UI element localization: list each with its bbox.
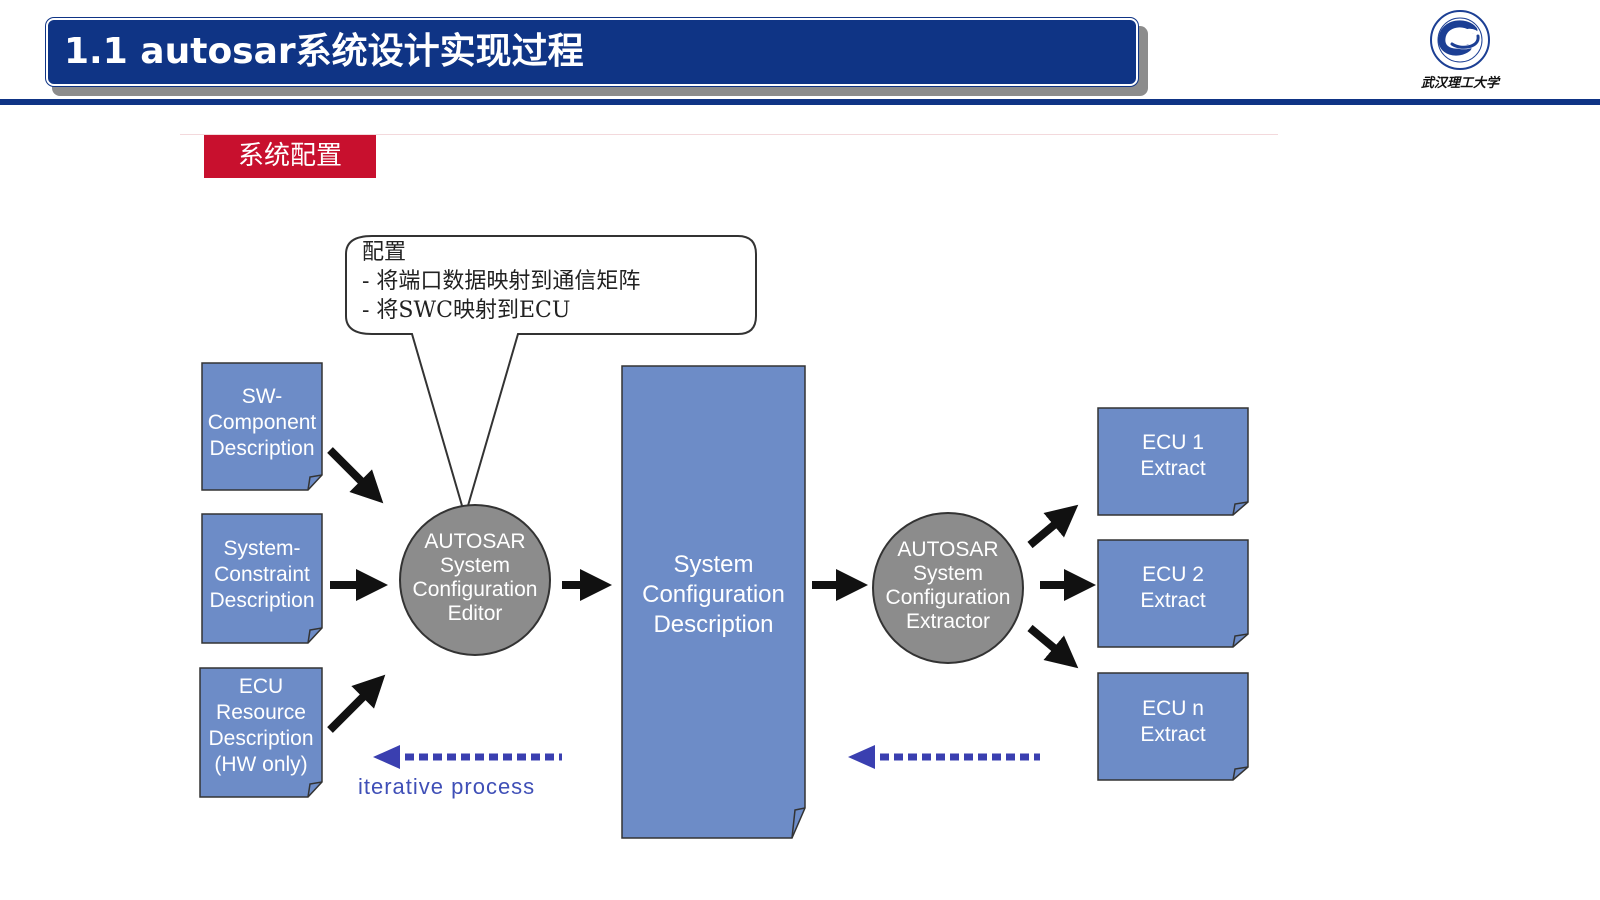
description-line-2: Configuration — [642, 581, 785, 608]
callout-bubble — [345, 235, 757, 520]
input-doc-ecu-resource — [199, 667, 323, 798]
description-line-1: System — [673, 551, 754, 578]
ecu-n-extract-label: ECU n Extract — [1098, 696, 1248, 748]
university-emblem-icon — [1430, 10, 1490, 70]
input-doc-sw-component — [201, 362, 323, 491]
arrow-extractor-to-ecun — [1027, 624, 1079, 669]
callout-text: 配置 - 将端口数据映射到通信矩阵 - 将SWC映射到ECU — [362, 238, 640, 325]
page-title: 1.1 autosar系统设计实现过程 — [64, 31, 584, 72]
university-name: 武汉理工大学 — [1420, 76, 1499, 91]
ecu-resource-line-4: (HW only) — [214, 753, 308, 776]
extractor-line-4: Extractor — [905, 610, 991, 633]
system-configuration-description-label: System Configuration Description — [622, 550, 805, 640]
extractor-circle — [872, 512, 1024, 664]
ecu-1-extract-label: ECU 1 Extract — [1098, 430, 1248, 482]
editor-line-1: AUTOSAR — [424, 530, 526, 553]
ecu-2-line-1: ECU 2 — [1142, 563, 1204, 586]
sw-component-line-1: SW- — [241, 385, 283, 408]
ecu-resource-line-3: Description — [208, 727, 314, 750]
extractor-label: AUTOSAR System Configuration Extractor — [873, 538, 1023, 634]
sw-component-line-3: Description — [209, 437, 315, 460]
callout-line-2: - 将端口数据映射到通信矩阵 — [362, 269, 641, 294]
center-doc-system-configuration — [621, 365, 806, 839]
output-doc-ecu-n — [1097, 672, 1249, 781]
ecu-resource-line-2: Resource — [216, 701, 306, 724]
header-divider — [0, 99, 1600, 105]
output-doc-ecu-2 — [1097, 539, 1249, 648]
extractor-line-1: AUTOSAR — [897, 538, 999, 561]
input-doc-system-constraint — [201, 513, 323, 644]
university-logo: 武汉理工大学 — [1400, 8, 1520, 98]
system-constraint-line-2: Constraint — [214, 563, 310, 586]
editor-label: AUTOSAR System Configuration Editor — [400, 530, 550, 626]
system-constraint-label: System- Constraint Description — [202, 536, 322, 614]
sw-component-label: SW- Component Description — [202, 384, 322, 462]
iterative-process-label: iterative process — [358, 774, 536, 799]
ecu-resource-label: ECU Resource Description (HW only) — [200, 674, 322, 778]
extractor-line-2: System — [912, 562, 983, 585]
sw-component-line-2: Component — [207, 411, 317, 434]
editor-line-3: Configuration — [412, 578, 538, 601]
editor-line-2: System — [439, 554, 510, 577]
system-constraint-line-3: Description — [209, 589, 315, 612]
arrow-extractor-to-ecu1 — [1027, 504, 1079, 549]
extractor-line-3: Configuration — [885, 586, 1011, 609]
ecu-1-line-1: ECU 1 — [1142, 431, 1204, 454]
title-bar: 1.1 autosar系统设计实现过程 — [46, 18, 1138, 86]
ecu-resource-line-1: ECU — [238, 675, 284, 698]
ecu-n-line-1: ECU n — [1142, 697, 1204, 720]
editor-line-4: Editor — [447, 602, 503, 625]
section-tag: 系统配置 — [204, 135, 376, 178]
editor-circle — [399, 504, 551, 656]
description-line-3: Description — [653, 611, 774, 638]
ecu-2-extract-label: ECU 2 Extract — [1098, 562, 1248, 614]
ecu-1-line-2: Extract — [1140, 457, 1206, 480]
arrow-ecu-resource-to-editor — [327, 674, 386, 733]
iterative-arrow-right — [848, 745, 1040, 769]
ecu-2-line-2: Extract — [1140, 589, 1206, 612]
system-constraint-line-1: System- — [223, 537, 301, 560]
callout-line-3: - 将SWC映射到ECU — [362, 298, 571, 323]
arrow-sw-to-editor — [327, 447, 384, 504]
iterative-arrow-left — [373, 745, 562, 769]
output-doc-ecu-1 — [1097, 407, 1249, 516]
ecu-n-line-2: Extract — [1140, 723, 1206, 746]
callout-line-1: 配置 — [362, 240, 407, 265]
section-rule — [180, 134, 1278, 135]
